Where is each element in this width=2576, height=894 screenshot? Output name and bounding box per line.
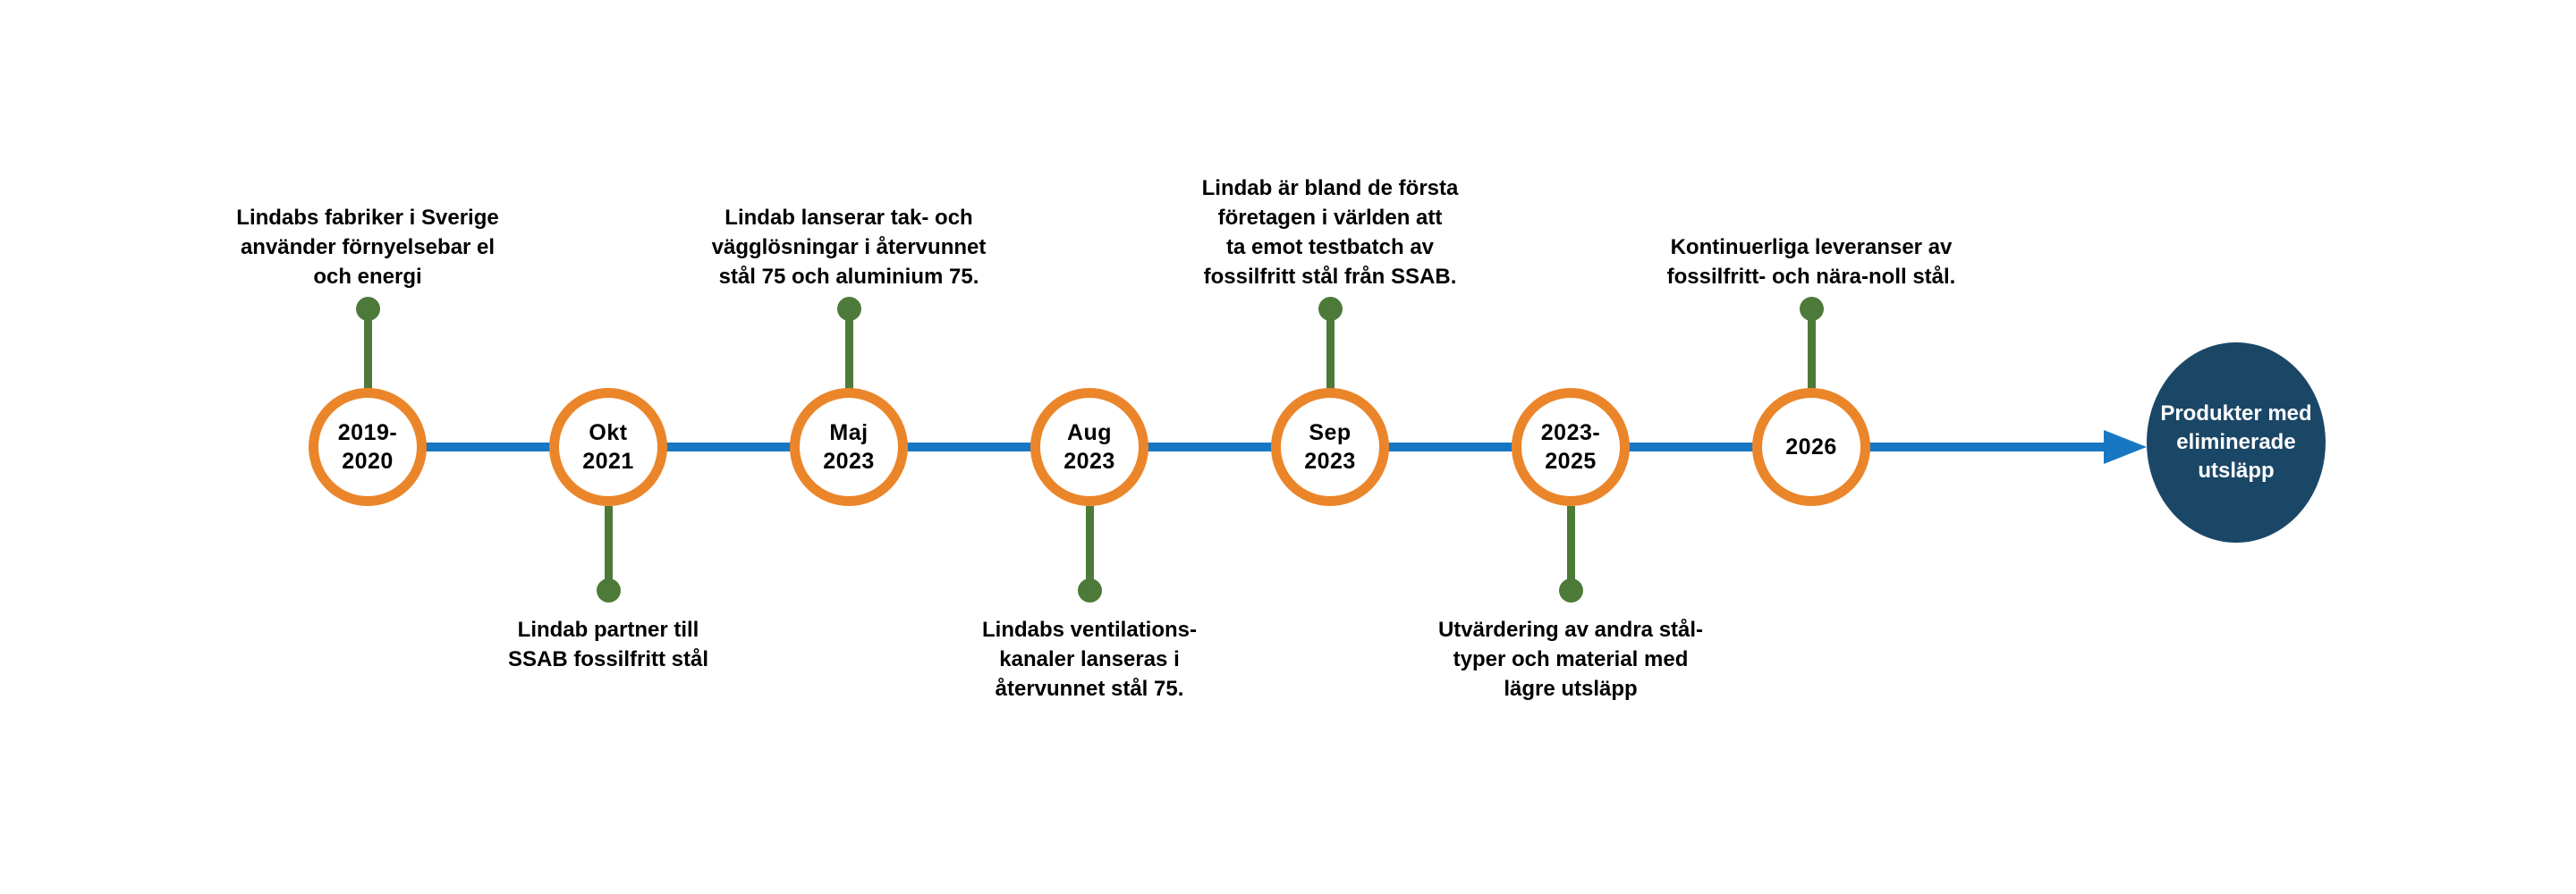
node-date-line: 2023 [1063,449,1115,474]
node-label: Lindab lanserar tak- och vägglösningar i … [661,203,1037,291]
node-label-line: Lindabs ventilations- [981,618,1198,642]
goal-text-line: Produkter med [2160,401,2312,426]
node-label-line: fossilfritt- och nära-noll stål. [1666,265,1956,289]
node-dot [355,296,380,321]
node-stem [844,308,853,390]
node-label-line: företagen i världen att [1217,206,1443,230]
timeline-node-aug-2023: Aug 2023 [1030,388,1148,506]
goal-bubble: Produkter med eliminerade utsläpp [2147,342,2326,543]
node-dot [1318,296,1343,321]
node-dot [1799,296,1824,321]
node-label-line: Lindab är bland de första [1201,176,1459,200]
node-label-line: och energi [313,265,422,289]
node-label-line: Utvärdering av andra stål- [1437,618,1704,642]
timeline-node-2026: 2026 [1752,388,1870,506]
node-date-line: Maj [829,420,869,445]
node-label: Utvärdering av andra stål-typer och mate… [1383,615,1758,704]
node-stem [1566,506,1575,590]
node-dot [596,578,621,603]
node-date-line: 2023 [1304,449,1356,474]
node-stem [1085,506,1094,590]
node-label: Lindabs fabriker i Sverige använder förny… [180,203,555,291]
node-label: Lindab är bland de första företagen i vär… [1142,173,1518,291]
node-label-line: kanaler lanseras i [999,647,1180,671]
node-label-line: lägre utsläpp [1504,677,1638,701]
goal-text-line: utsläpp [2198,459,2275,483]
node-label-line: vägglösningar i återvunnet [711,235,987,259]
timeline-node-sep-2023: Sep 2023 [1271,388,1389,506]
node-dot [1077,578,1102,603]
node-label-line: Kontinuerliga leveranser av [1670,235,1953,259]
node-label-line: Lindabs fabriker i Sverige [236,206,499,230]
node-label-line: Lindab partner till [517,618,699,642]
goal-text-line: eliminerade [2176,430,2296,454]
timeline-arrowhead-icon [2104,430,2147,464]
node-label-line: Lindab lanserar tak- och [724,206,973,230]
node-stem [363,308,372,390]
timeline-node-2023-2025: 2023- 2025 [1512,388,1630,506]
timeline-node-maj-2023: Maj 2023 [790,388,908,506]
node-label-line: fossilfritt stål från SSAB. [1203,265,1457,289]
node-date-line: 2020 [342,449,394,474]
node-label-line: typer och material med [1453,647,1689,671]
node-label-line: stål 75 och aluminium 75. [718,265,979,289]
node-date-line: 2025 [1545,449,1597,474]
node-dot [1558,578,1583,603]
node-date-line: Aug [1066,420,1113,445]
node-label: Kontinuerliga leveranser av fossilfritt- … [1623,232,1999,291]
node-label-line: använder förnyelsebar el [240,235,496,259]
node-date-line: Sep [1309,420,1352,445]
node-label-line: ta emot testbatch av [1225,235,1435,259]
node-date-line: 2026 [1785,434,1837,460]
timeline-axis-line [368,443,2109,451]
node-date-line: 2019- [337,420,398,445]
node-date-line: 2023- [1540,420,1601,445]
timeline-node-2019-2020: 2019- 2020 [309,388,427,506]
timeline-node-okt-2021: Okt 2021 [549,388,667,506]
node-stem [604,506,613,590]
node-stem [1807,308,1816,390]
node-dot [836,296,861,321]
node-date-line: 2023 [823,449,875,474]
node-label-line: SSAB fossilfritt stål [507,647,709,671]
node-label: Lindabs ventilations-kanaler lanseras i å… [902,615,1277,704]
node-stem [1326,308,1335,390]
node-date-line: Okt [589,420,628,445]
node-date-line: 2021 [582,449,634,474]
node-label-line: återvunnet stål 75. [995,677,1184,701]
